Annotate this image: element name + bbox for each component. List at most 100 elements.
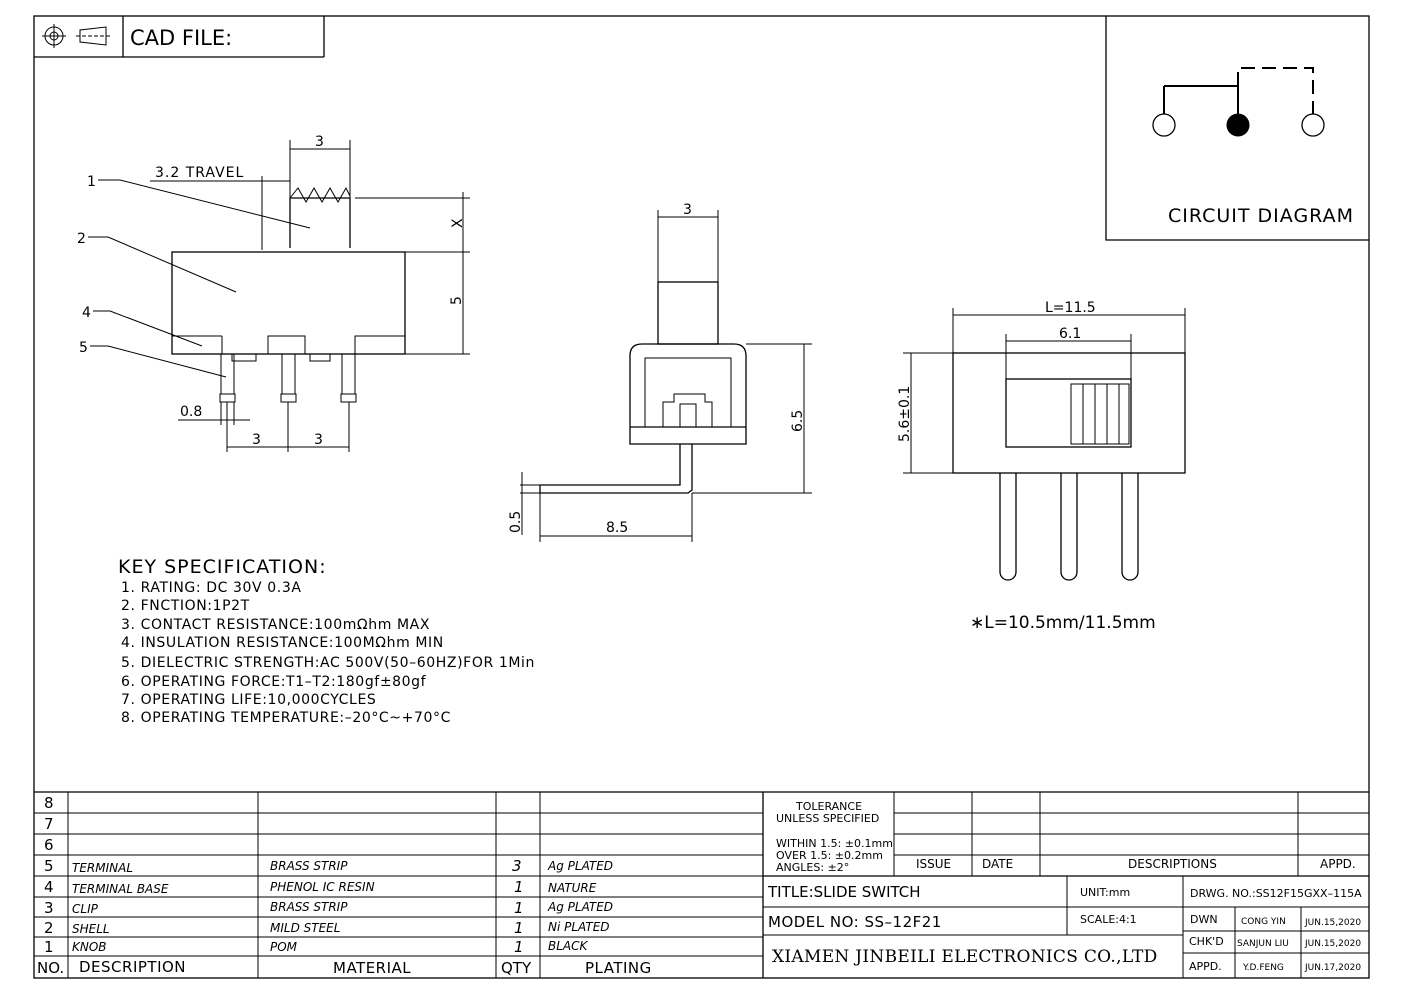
header-plating: PLATING (585, 959, 652, 977)
table-row: 6 (44, 836, 54, 854)
header-qty: QTY (501, 959, 532, 977)
company-name: XIAMEN JINBEILI ELECTRONICS CO.,LTD (772, 947, 1158, 967)
tolerance-line-5: ANGLES: ±2° (776, 861, 849, 874)
header-material: MATERIAL (333, 959, 411, 977)
title-block (763, 792, 1369, 978)
front-dim-L: L=11.5 (1045, 300, 1096, 316)
spec-item: 3. CONTACT RESISTANCE:100mΩhm MAX (121, 617, 430, 633)
side-view: 3 3.2 TRAVEL X 5 3 3 (77, 134, 470, 452)
tolerance-line-3: WITHIN 1.5: ±0.1mm (776, 837, 893, 850)
spec-item: 5. DIELECTRIC STRENGTH:AC 500V(50–60HZ)F… (121, 655, 535, 671)
row-no: 5 (44, 857, 54, 875)
row-qty: 1 (514, 878, 524, 896)
projection-symbol-icon (42, 24, 110, 48)
side-dim-top: 3 (315, 134, 324, 150)
signoff-date: JUN.15,2020 (1304, 918, 1361, 928)
row-no: 3 (44, 899, 54, 917)
side-dim-pin: 0.8 (180, 404, 202, 420)
sheet-frame (33, 15, 1370, 979)
header-no: NO. (37, 959, 64, 977)
table-row: 8 (44, 794, 54, 812)
drawing-number: DRWG. NO.:SS12F15GXX–115A (1190, 887, 1362, 900)
row-no: 2 (44, 919, 54, 937)
side-dim-pitch-1: 3 (252, 432, 261, 448)
bom-rows: 8 7 6 5 TERMINAL BRASS STRIP 3 Ag PLATED… (37, 794, 652, 977)
tolerance-line-2: UNLESS SPECIFIED (776, 812, 879, 825)
row-qty: 1 (514, 919, 524, 937)
side-dim-x: X (450, 218, 466, 228)
table-row: 4 TERMINAL BASE PHENOL IC RESIN 1 NATURE (44, 878, 597, 896)
signoff-role: CHK'D (1189, 935, 1224, 948)
drawing-info: TITLE:SLIDE SWITCH MODEL NO: SS–12F21 XI… (767, 883, 1362, 967)
unit-label: UNIT:mm (1080, 886, 1130, 899)
end-dim-height: 6.5 (790, 410, 806, 432)
model-number: MODEL NO: SS–12F21 (768, 913, 942, 931)
front-length-note: ∗L=10.5mm/11.5mm (970, 613, 1156, 633)
row-qty: 1 (514, 899, 524, 917)
row-no: 6 (44, 836, 54, 854)
row-description: KNOB (72, 940, 107, 954)
tolerance-block: TOLERANCE UNLESS SPECIFIED WITHIN 1.5: ±… (776, 800, 893, 874)
row-qty: 1 (514, 938, 524, 956)
terminal-1-symbol (1152, 113, 1176, 137)
signoff-row: DWN CONG YIN JUN.15,2020 (1190, 913, 1361, 928)
table-row: 3 CLIP BRASS STRIP 1 Ag PLATED (44, 899, 613, 917)
end-dim-top: 3 (683, 202, 692, 218)
signoff-date: JUN.17,2020 (1304, 963, 1361, 973)
signoff-date: JUN.15,2020 (1304, 939, 1361, 949)
signoff-block: DWN CONG YIN JUN.15,2020 CHK'D SANJUN LI… (1189, 913, 1361, 973)
revision-descriptions: DESCRIPTIONS (1128, 857, 1217, 871)
revision-header: ISSUE DATE DESCRIPTIONS APPD. (916, 857, 1356, 871)
spec-item: 6. OPERATING FORCE:T1–T2:180gf±80gf (121, 674, 427, 690)
front-dim-window: 6.1 (1059, 326, 1081, 342)
table-row: 2 SHELL MILD STEEL 1 Ni PLATED (44, 919, 610, 937)
circuit-diagram-title: CIRCUIT DIAGRAM (1168, 205, 1354, 227)
side-dim-height: 5 (449, 296, 465, 305)
row-plating: Ag PLATED (547, 859, 613, 873)
row-material: BRASS STRIP (270, 859, 348, 873)
signoff-row: APPD. Y.D.FENG JUN.17,2020 (1189, 960, 1361, 973)
revision-date: DATE (982, 857, 1013, 871)
row-material: MILD STEEL (270, 921, 340, 935)
spec-item: 8. OPERATING TEMPERATURE:–20°C~+70°C (121, 710, 451, 726)
header-description: DESCRIPTION (79, 958, 186, 976)
row-plating: BLACK (548, 939, 589, 953)
terminal-3-symbol (1301, 113, 1325, 137)
row-no: 1 (44, 938, 54, 956)
signoff-role: APPD. (1189, 960, 1222, 973)
row-description: TERMINAL (72, 861, 133, 875)
row-material: POM (270, 940, 298, 954)
front-dim-height: 5.6±0.1 (897, 386, 913, 442)
scale-label: SCALE:4:1 (1080, 913, 1137, 926)
row-no: 4 (44, 878, 54, 896)
table-row: 7 (44, 815, 54, 833)
revision-appd: APPD. (1320, 857, 1356, 871)
spec-item: 1. RATING: DC 30V 0.3A (121, 580, 302, 596)
row-qty: 3 (512, 857, 522, 875)
signoff-name: SANJUN LIU (1237, 939, 1289, 949)
signoff-row: CHK'D SANJUN LIU JUN.15,2020 (1189, 935, 1361, 949)
callout-4: 4 (82, 305, 91, 321)
side-travel-label: 3.2 TRAVEL (155, 165, 244, 181)
row-plating: Ni PLATED (548, 920, 610, 934)
spec-heading: KEY SPECIFICATION: (118, 556, 327, 578)
table-row: 5 TERMINAL BRASS STRIP 3 Ag PLATED (44, 857, 613, 875)
end-dim-thick: 0.5 (508, 511, 524, 533)
bom-header-row: NO. DESCRIPTION MATERIAL QTY PLATING (37, 958, 652, 977)
cad-file-label: CAD FILE: (130, 26, 232, 50)
front-view: L=11.5 6.1 5.6±0.1 ∗L=10.5mm/11.5mm (897, 300, 1186, 633)
spec-item: 2. FNCTION:1P2T (121, 598, 250, 614)
signoff-role: DWN (1190, 913, 1218, 926)
signoff-name: Y.D.FENG (1242, 963, 1284, 973)
callout-2: 2 (77, 231, 86, 247)
row-description: TERMINAL BASE (72, 882, 169, 896)
side-dim-pitch-2: 3 (314, 432, 323, 448)
row-material: BRASS STRIP (270, 900, 348, 914)
row-description: CLIP (72, 902, 99, 916)
signoff-name: CONG YIN (1241, 917, 1286, 927)
drawing-title: TITLE:SLIDE SWITCH (767, 883, 921, 901)
row-plating: NATURE (548, 881, 597, 895)
row-no: 7 (44, 815, 54, 833)
circuit-diagram-box: CIRCUIT DIAGRAM (1105, 16, 1369, 241)
row-description: SHELL (72, 922, 110, 936)
